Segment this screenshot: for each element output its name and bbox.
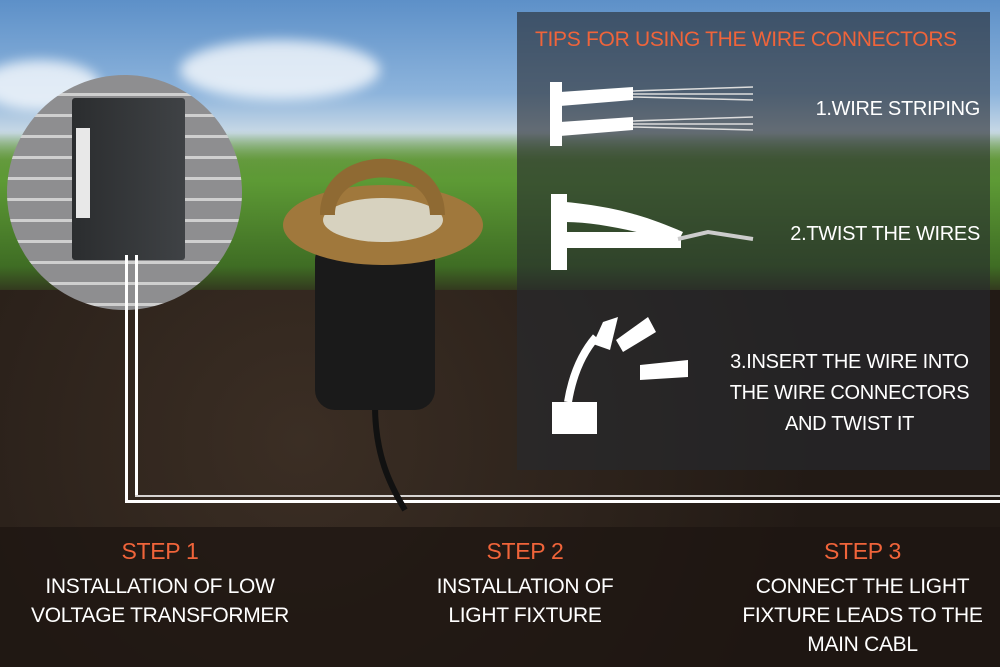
twisted-wires-icon [551, 194, 754, 270]
transformer-image [72, 98, 185, 260]
cable-line [135, 495, 1000, 497]
stripped-wires-icon [550, 82, 754, 146]
tip-wire-striping: 1.WIRE STRIPING [815, 98, 981, 120]
step-2-heading: STEP 2 [486, 538, 564, 564]
tips-title: TIPS FOR USING THE WIRE CONNECTORS [535, 28, 957, 51]
step-1: STEP 1 INSTALLATION OF LOW VOLTAGE TRANS… [5, 537, 315, 630]
step-2: STEP 2 INSTALLATION OF LIGHT FIXTURE [410, 537, 640, 630]
cable-line [125, 255, 128, 500]
step-3-text: CONNECT THE LIGHT FIXTURE LEADS TO THE M… [742, 575, 983, 656]
cloud [180, 40, 380, 100]
step-1-text: INSTALLATION OF LOW VOLTAGE TRANSFORMER [31, 575, 289, 627]
tip-twist-wires: 2.TWIST THE WIRES [790, 223, 980, 245]
step-2-text: INSTALLATION OF LIGHT FIXTURE [436, 575, 614, 627]
step-3-heading: STEP 3 [823, 538, 902, 564]
tip-insert-wire: 3.INSERT THE WIRE INTO THE WIRE CONNECTO… [729, 351, 970, 435]
steps-bar [0, 527, 1000, 667]
wire-illustrations [550, 82, 754, 434]
step-3: STEP 3 CONNECT THE LIGHT FIXTURE LEADS T… [730, 537, 995, 659]
step-1-heading: STEP 1 [121, 538, 199, 564]
cable-line [125, 500, 1000, 503]
wire-connectors-icon [552, 317, 688, 434]
cable-line [135, 255, 138, 495]
light-fixture-image [283, 158, 483, 512]
